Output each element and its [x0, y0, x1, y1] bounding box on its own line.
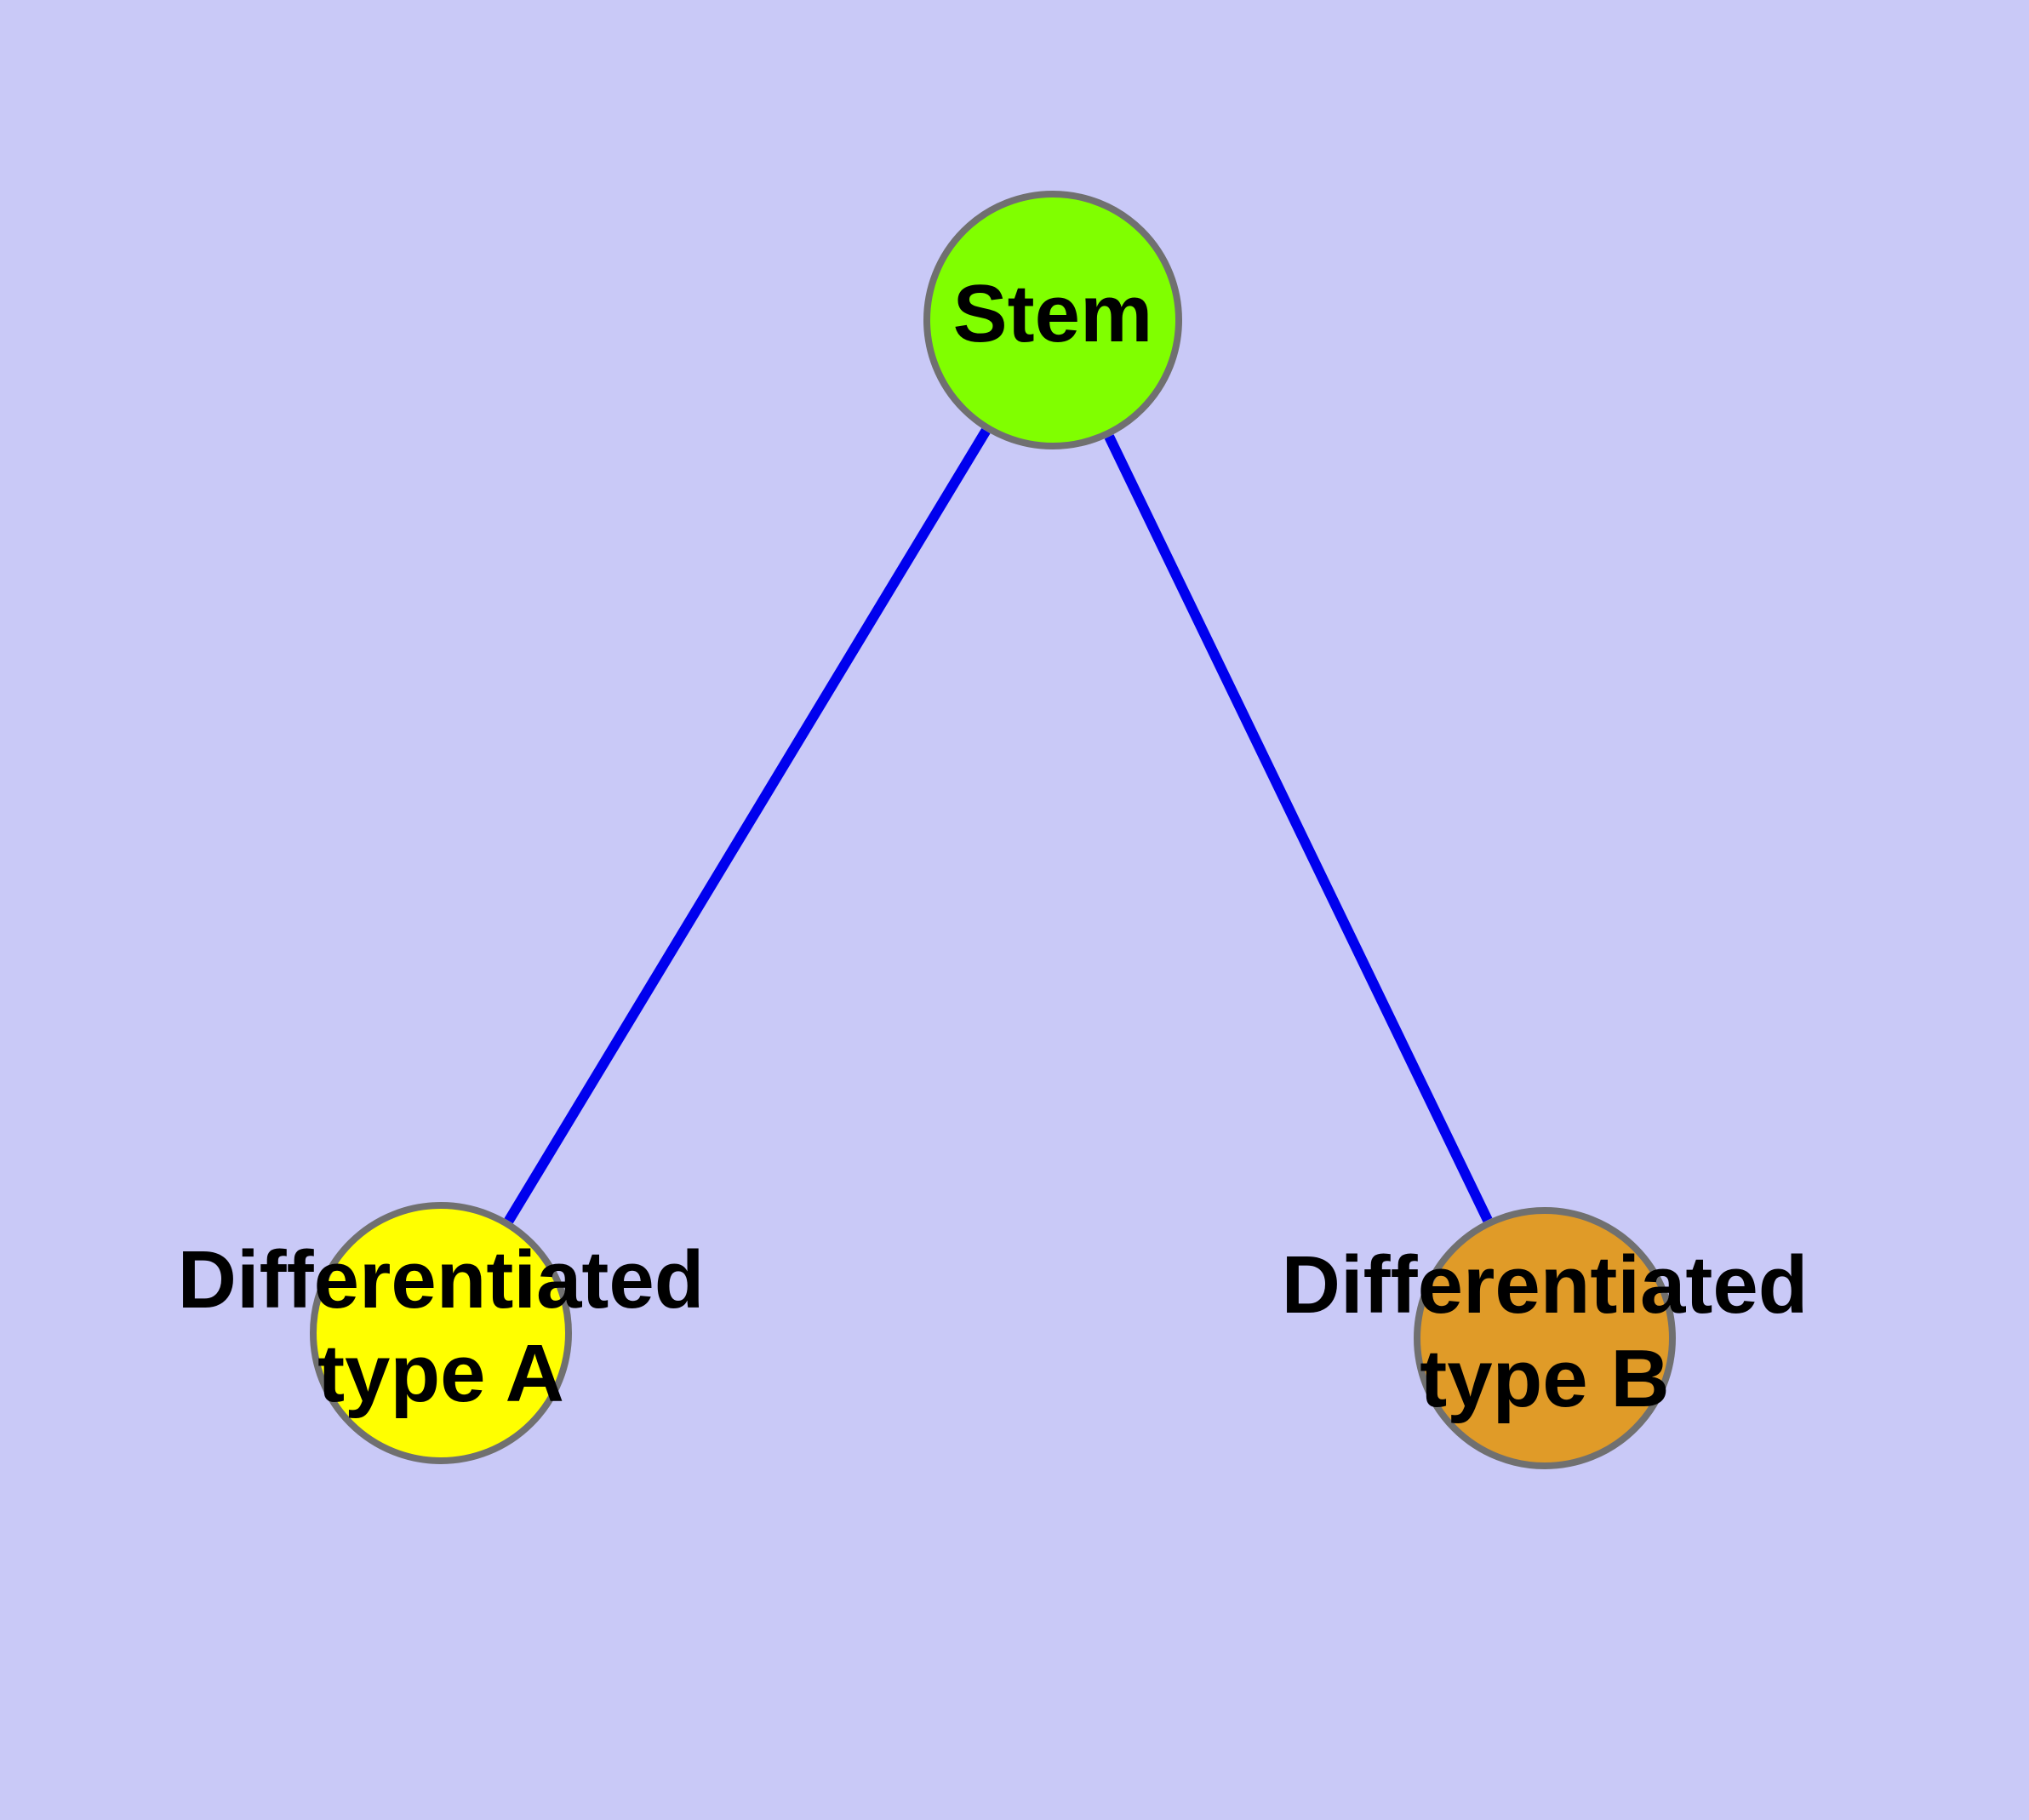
- edge-stem-to-diff_b[interactable]: [1104, 434, 1493, 1222]
- edge-stem-to-diff_a[interactable]: [504, 427, 991, 1224]
- node-circle-diff_a[interactable]: [310, 1202, 572, 1464]
- node-label-line: type A: [317, 1328, 564, 1419]
- edges-layer: [504, 427, 1493, 1224]
- node-circle-stem[interactable]: [923, 191, 1182, 449]
- node-circle-diff_b[interactable]: [1414, 1207, 1676, 1469]
- node-label-line: Stem: [953, 268, 1153, 359]
- node-label-line: Differentiated: [178, 1234, 705, 1325]
- node-label-line: Differentiated: [1282, 1239, 1809, 1331]
- node-label-line: type B: [1420, 1333, 1669, 1424]
- node-label-stem: Stem: [953, 268, 1153, 359]
- nodes-layer: [310, 191, 1676, 1469]
